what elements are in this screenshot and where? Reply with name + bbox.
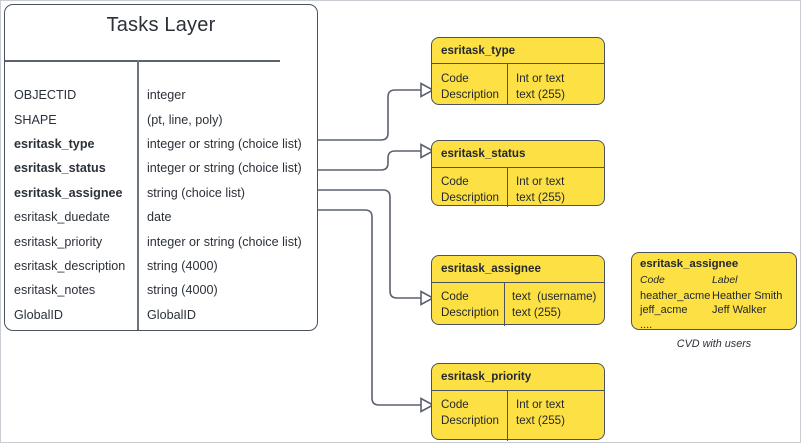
list-item: .... bbox=[640, 318, 782, 333]
domain-title: esritask_assignee bbox=[441, 262, 541, 275]
title-divider bbox=[432, 282, 604, 284]
cvd-users-box[interactable]: esritask_assignee Code Label heather_acm… bbox=[631, 252, 797, 332]
field-name: esritask_description bbox=[14, 258, 126, 273]
connector-type bbox=[318, 89, 421, 141]
connector-status bbox=[318, 150, 421, 171]
cvd-caption: CVD with users bbox=[676, 338, 752, 350]
list-item: jeff_acme Jeff Walker bbox=[640, 303, 782, 318]
field-type: integer or string (choice list) bbox=[147, 161, 302, 176]
field-name: esritask_duedate bbox=[14, 210, 110, 225]
cvd-code: heather_acme bbox=[640, 289, 711, 302]
title-divider bbox=[432, 63, 604, 65]
domain-title: esritask_type bbox=[441, 44, 516, 57]
field-type: string (choice list) bbox=[147, 185, 245, 200]
cvd-title: esritask_assignee bbox=[640, 258, 739, 270]
domain-box-esritask-type[interactable]: esritask_type Code Description Int or te… bbox=[431, 37, 605, 105]
arrowhead-status bbox=[420, 143, 435, 159]
domain-box-esritask-status[interactable]: esritask_status Code Description Int or … bbox=[431, 140, 605, 207]
field-name: esritask_status bbox=[14, 161, 106, 176]
field-name: SHAPE bbox=[14, 112, 57, 127]
field-type: integer bbox=[147, 88, 186, 103]
list-item: heather_acme Heather Smith bbox=[640, 289, 782, 304]
field-type: GlobalID bbox=[147, 307, 196, 322]
domain-field-names: Code Description bbox=[441, 175, 499, 204]
column-divider bbox=[504, 282, 506, 326]
cvd-header-row: Code Label bbox=[640, 274, 782, 289]
field-type: date bbox=[147, 210, 172, 225]
connector-assignee bbox=[318, 189, 421, 299]
cvd-header-label: Label bbox=[712, 275, 738, 286]
cvd-label: Heather Smith bbox=[712, 289, 783, 302]
field-name: GlobalID bbox=[14, 307, 63, 322]
table-row: GlobalID GlobalID bbox=[5, 303, 317, 327]
domain-box-esritask-assignee[interactable]: esritask_assignee Code Description text … bbox=[431, 255, 605, 326]
field-name: OBJECTID bbox=[14, 88, 77, 103]
table-row: esritask_description string (4000) bbox=[5, 254, 317, 278]
table-row: SHAPE (pt, line, poly) bbox=[5, 107, 317, 131]
field-type: (pt, line, poly) bbox=[147, 112, 223, 127]
table-row: OBJECTID integer bbox=[5, 83, 317, 107]
header-divider bbox=[5, 60, 280, 62]
tasks-layer-entity[interactable]: Tasks Layer OBJECTID integer SHAPE (pt, … bbox=[4, 4, 318, 331]
domain-title: esritask_status bbox=[441, 147, 526, 160]
arrowhead-priority bbox=[420, 397, 435, 413]
domain-title: esritask_priority bbox=[441, 370, 532, 383]
column-divider bbox=[507, 390, 509, 441]
title-divider bbox=[432, 390, 604, 392]
table-row: esritask_duedate date bbox=[5, 205, 317, 229]
field-name: esritask_notes bbox=[14, 283, 96, 298]
table-row: esritask_type integer or string (choice … bbox=[5, 132, 317, 156]
table-row: esritask_assignee string (choice list) bbox=[5, 181, 317, 205]
table-row: esritask_notes string (4000) bbox=[5, 278, 317, 302]
column-divider bbox=[137, 60, 139, 330]
field-type: integer or string (choice list) bbox=[147, 136, 302, 151]
cvd-header-code: Code bbox=[640, 275, 665, 286]
domain-field-names: Code Description bbox=[441, 72, 499, 101]
field-name: esritask_type bbox=[14, 136, 95, 151]
domain-field-names: Code Description bbox=[441, 398, 499, 427]
cvd-code: .... bbox=[640, 318, 653, 331]
title-divider bbox=[432, 167, 604, 169]
column-divider bbox=[507, 167, 509, 207]
field-name: esritask_assignee bbox=[14, 185, 123, 200]
domain-box-esritask-priority[interactable]: esritask_priority Code Description Int o… bbox=[431, 363, 605, 441]
column-divider bbox=[507, 63, 509, 105]
domain-field-names: Code Description bbox=[441, 290, 499, 319]
field-type: string (4000) bbox=[147, 283, 218, 298]
table-row: esritask_status integer or string (choic… bbox=[5, 156, 317, 180]
connector-priority bbox=[318, 209, 421, 406]
domain-field-types: Int or text text (255) bbox=[516, 175, 565, 204]
arrowhead-type bbox=[420, 82, 435, 98]
domain-field-types: text (username) text (255) bbox=[512, 290, 597, 319]
page-title: Tasks Layer bbox=[106, 14, 216, 36]
cvd-label: Jeff Walker bbox=[712, 304, 767, 317]
cvd-code: jeff_acme bbox=[640, 304, 688, 317]
field-type: string (4000) bbox=[147, 258, 218, 273]
domain-field-types: Int or text text (255) bbox=[516, 398, 565, 427]
table-row: esritask_priority integer or string (cho… bbox=[5, 229, 317, 253]
field-type: integer or string (choice list) bbox=[147, 234, 302, 249]
field-list: OBJECTID integer SHAPE (pt, line, poly) … bbox=[5, 83, 317, 327]
field-name: esritask_priority bbox=[14, 234, 103, 249]
domain-field-types: Int or text text (255) bbox=[516, 72, 565, 101]
arrowhead-assignee bbox=[420, 290, 435, 306]
cvd-table: Code Label heather_acme Heather Smith je… bbox=[640, 274, 782, 332]
